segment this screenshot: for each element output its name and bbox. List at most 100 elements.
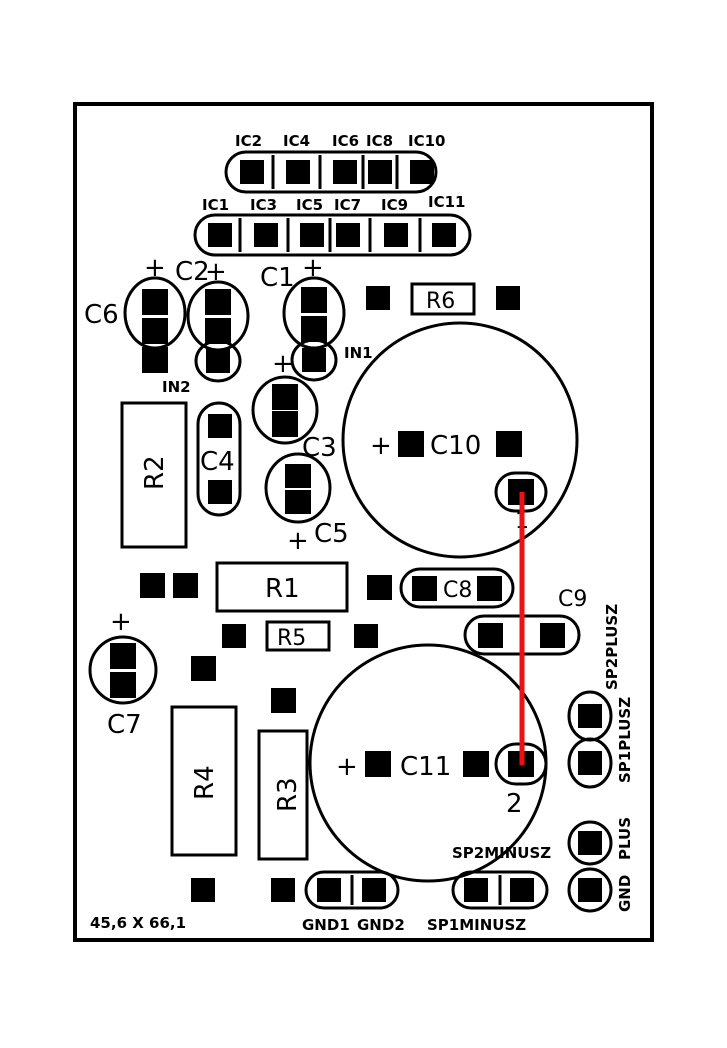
board-outline xyxy=(73,102,654,942)
label-c9: C9 xyxy=(558,587,587,612)
gnd-connector-outline xyxy=(304,870,400,910)
in1-pad xyxy=(302,348,326,372)
r5-body xyxy=(265,620,331,652)
plus-c6: + xyxy=(144,253,166,283)
gnd1-pad xyxy=(317,878,341,902)
c6-pad xyxy=(142,289,168,315)
label-c5: C5 xyxy=(314,519,349,549)
r6-pad xyxy=(496,286,520,310)
c11-pad xyxy=(463,751,489,777)
c7-pad xyxy=(110,672,136,698)
in2-pad xyxy=(142,347,168,373)
ic-bottom-pads xyxy=(208,223,456,247)
label-sp1plusz: SP1PLUSZ xyxy=(616,697,634,783)
pad xyxy=(173,573,198,598)
r1-body xyxy=(215,561,349,613)
label-c6: C6 xyxy=(84,300,119,330)
r5-pad xyxy=(222,624,246,648)
label-ic1: IC1 xyxy=(202,196,229,214)
c3-outline xyxy=(251,375,319,445)
c4-pad xyxy=(208,480,232,504)
label-ic3: IC3 xyxy=(250,196,277,214)
c11-pad-plus xyxy=(365,751,391,777)
label-ic7: IC7 xyxy=(334,196,361,214)
plus-c5: + xyxy=(287,526,309,556)
c1-pad xyxy=(301,316,327,342)
label-ic6: IC6 xyxy=(332,132,359,150)
label-ic9: IC9 xyxy=(381,196,408,214)
label-ic11: IC11 xyxy=(428,193,465,211)
ic-top-pads xyxy=(240,160,434,184)
label-r2: R2 xyxy=(140,455,170,490)
gnd-pad xyxy=(578,878,602,902)
label-r6: R6 xyxy=(426,289,455,314)
sp1plusz-pad xyxy=(578,751,602,775)
label-ic8: IC8 xyxy=(366,132,393,150)
c3-pad xyxy=(272,384,298,410)
c10-outline xyxy=(341,321,579,559)
pad xyxy=(191,878,215,902)
label-c4: C4 xyxy=(200,447,235,477)
c7-outline xyxy=(88,635,158,705)
c8-outline xyxy=(399,567,515,609)
label-c8: C8 xyxy=(443,578,472,603)
pad xyxy=(271,688,296,713)
label-sp2minusz: SP2MINUSZ xyxy=(452,844,551,862)
label-sp2plusz: SP2PLUSZ xyxy=(603,604,621,690)
c2-pad xyxy=(205,289,231,315)
label-ic4: IC4 xyxy=(283,132,310,150)
r4-body xyxy=(170,705,238,857)
label-in1: IN1 xyxy=(344,344,373,362)
c8-pad xyxy=(477,576,502,601)
label-dimensions: 45,6 X 66,1 xyxy=(90,914,186,932)
sp1minusz-pad xyxy=(464,878,488,902)
c1-pad xyxy=(301,287,327,313)
plus-c7: + xyxy=(110,607,132,637)
ic-top-row xyxy=(224,150,438,194)
gnd-ring xyxy=(567,867,613,913)
label-r4: R4 xyxy=(190,765,220,800)
c5-pad xyxy=(285,490,311,514)
label-c7: C7 xyxy=(107,710,142,740)
sp-minus-connector-outline xyxy=(451,870,549,910)
c6-pad xyxy=(142,318,168,344)
c10-pad-plus xyxy=(398,431,424,457)
pad xyxy=(140,573,165,598)
label-c1: C1 xyxy=(260,263,295,293)
r1-pad xyxy=(367,575,392,600)
label-r5: R5 xyxy=(277,626,306,651)
c4-outline xyxy=(196,401,242,517)
label-in2: IN2 xyxy=(162,378,191,396)
plus-ring xyxy=(567,820,613,866)
plus-c10: + xyxy=(370,431,392,461)
r2-body xyxy=(120,401,188,549)
c7-pad xyxy=(110,643,136,669)
label-gnd1: GND1 xyxy=(302,916,350,934)
label-r1: R1 xyxy=(265,574,300,604)
gnd2-pad xyxy=(362,878,386,902)
label-plus: PLUS xyxy=(616,817,634,860)
plus-c3: + xyxy=(272,349,294,379)
label-c11: C11 xyxy=(400,752,451,782)
plus-c11: + xyxy=(336,752,358,782)
label-pin2: 2 xyxy=(506,789,523,819)
r6-body xyxy=(410,282,476,316)
sp2plusz-pad xyxy=(578,704,602,728)
label-gnd: GND xyxy=(616,875,634,912)
r6-pad xyxy=(366,286,390,310)
c5-outline xyxy=(264,452,332,524)
ic-bottom-row xyxy=(193,213,472,257)
pad xyxy=(191,656,216,681)
label-sp1minusz: SP1MINUSZ xyxy=(427,916,526,934)
c4-pad xyxy=(208,414,232,438)
sp1plusz-ring xyxy=(567,737,613,789)
label-ic5: IC5 xyxy=(296,196,323,214)
in1-ring xyxy=(290,338,338,382)
plus-c1: + xyxy=(302,253,324,283)
sp2minusz-pad xyxy=(510,878,534,902)
r5-pad xyxy=(354,624,378,648)
label-gnd2: GND2 xyxy=(357,916,405,934)
pad xyxy=(206,349,230,373)
c10-pad xyxy=(496,431,522,457)
